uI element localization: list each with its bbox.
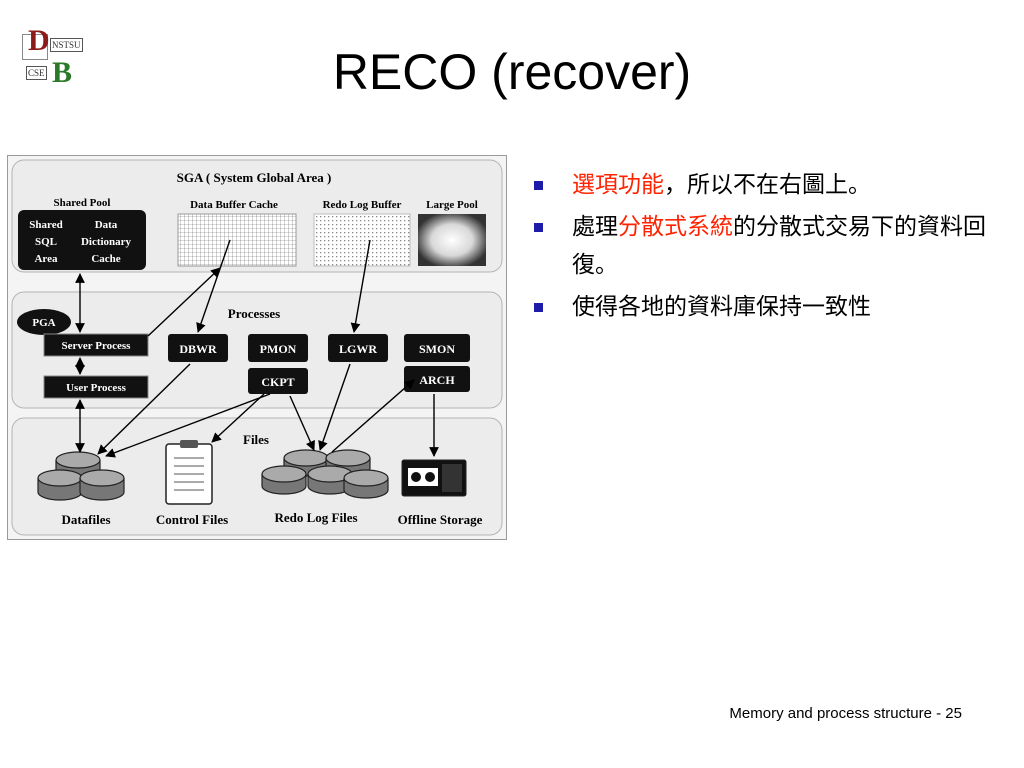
bullet-item: 使得各地的資料庫保持一致性: [528, 288, 1018, 326]
bullet-text: ，所以不在右圖上。: [664, 172, 871, 198]
bullet-highlight: 分散式系統: [618, 214, 733, 240]
control-files-icon: [165, 440, 213, 505]
pmon-box: [248, 334, 308, 362]
arch-box: [404, 366, 470, 392]
bullet-item: 處理分散式系統的分散式交易下的資料回復。: [528, 208, 1018, 284]
shared-sql-line3: Area: [34, 253, 58, 265]
redo-log-files-icon: [261, 449, 389, 499]
ckpt-box: [248, 368, 308, 394]
shared-sql-line2: SQL: [35, 236, 57, 248]
arrow-ckpt-redo-files: [289, 395, 315, 451]
nstsu-cse-logo: D NSTSU CSE B: [22, 24, 83, 89]
slide-footer: Memory and process structure - 25: [729, 705, 962, 722]
bullet-highlight: 選項功能: [572, 172, 664, 198]
smon-box: [404, 334, 470, 362]
pga-ellipse: [17, 309, 71, 335]
pmon-label: PMON: [260, 342, 297, 356]
bullet-square-icon: [534, 181, 543, 190]
large-pool-label: Large Pool: [426, 199, 478, 211]
logo-letter-b: B: [52, 56, 73, 89]
shared-sql-line1: Shared: [29, 219, 62, 231]
arrow-lgwr-redo-files: [318, 363, 351, 451]
logo-letter-d: D: [28, 24, 50, 57]
dbwr-label: DBWR: [179, 342, 217, 356]
data-dict-line1: Data: [95, 219, 118, 231]
files-panel: [11, 417, 503, 536]
dbwr-box: [168, 334, 228, 362]
bullet-list: 選項功能，所以不在右圖上。 處理分散式系統的分散式交易下的資料回復。 使得各地的…: [528, 166, 1018, 330]
slide-title: RECO (recover): [332, 44, 692, 100]
arrow-server-buffer: [147, 267, 221, 337]
lgwr-box: [328, 334, 388, 362]
arrow-ckpt-control: [211, 393, 265, 443]
bullet-item: 選項功能，所以不在右圖上。: [528, 166, 1018, 204]
datafiles-label: Datafiles: [61, 512, 110, 527]
data-buffer-cache-box: [177, 213, 297, 267]
user-process-box: [43, 375, 149, 399]
arch-label: ARCH: [419, 373, 455, 387]
shared-pool-label: Shared Pool: [54, 197, 111, 209]
large-pool-box: [418, 214, 486, 266]
logo-tag-cse: CSE: [26, 66, 47, 80]
ckpt-label: CKPT: [261, 375, 294, 389]
files-label: Files: [243, 432, 269, 447]
pga-label: PGA: [32, 317, 55, 329]
bullet-text: 使得各地的資料庫保持一致性: [572, 294, 871, 320]
bullet-square-icon: [534, 223, 543, 232]
datafiles-icon: [37, 451, 125, 501]
server-process-box: [43, 333, 149, 357]
arrow-arch-redo-files: [331, 379, 415, 453]
logo-tag-nstsu: NSTSU: [50, 38, 83, 52]
smon-label: SMON: [419, 342, 455, 356]
redo-log-files-label: Redo Log Files: [274, 510, 357, 525]
data-dict-line2: Dictionary: [81, 236, 132, 248]
sga-label: SGA ( System Global Area ): [177, 170, 332, 185]
bullet-text: 處理: [572, 214, 618, 240]
offline-storage-tape-icon: [401, 459, 467, 497]
shared-pool-box: [18, 210, 146, 270]
bullet-square-icon: [534, 303, 543, 312]
oracle-architecture-diagram: SGA ( System Global Area ) Processes Fil…: [7, 155, 507, 540]
redo-log-buffer-box: [313, 213, 411, 267]
data-buffer-cache-label: Data Buffer Cache: [190, 199, 278, 211]
control-files-label: Control Files: [156, 512, 228, 527]
server-process-label: Server Process: [62, 340, 132, 352]
diagram-canvas: SGA ( System Global Area ) Processes Fil…: [11, 159, 503, 536]
bullet-text: 的分散式交易下的資料回復。: [572, 214, 986, 278]
arrow-dbwr-datafiles: [97, 363, 191, 455]
lgwr-label: LGWR: [339, 342, 377, 356]
processes-label: Processes: [228, 306, 280, 321]
user-process-label: User Process: [66, 382, 126, 394]
arrow-buffer-dbwr: [196, 239, 231, 333]
arrow-redo-lgwr: [350, 239, 371, 333]
data-dict-line3: Cache: [91, 253, 120, 265]
arrow-ckpt-datafiles: [105, 393, 271, 458]
offline-storage-label: Offline Storage: [398, 512, 483, 527]
redo-log-buffer-label: Redo Log Buffer: [323, 199, 402, 211]
logo-frame: [22, 34, 48, 60]
